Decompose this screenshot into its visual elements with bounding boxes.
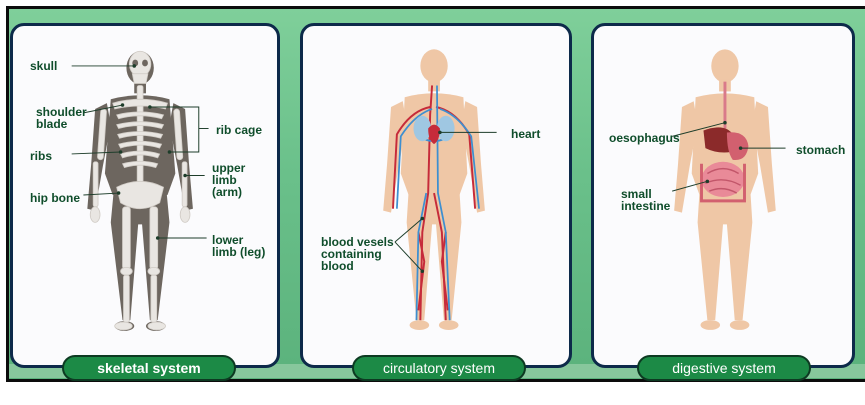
label-ribs: ribs: [30, 150, 52, 162]
label-hip-bone: hip bone: [30, 192, 80, 204]
title-skeletal-system: skeletal system: [62, 355, 236, 381]
circulatory-card: heart blood vesels containing blood circ…: [300, 23, 572, 368]
label-blood-vessels: blood vesels containing blood: [321, 236, 394, 272]
label-lower-limb: lower limb (leg): [212, 234, 265, 258]
label-rib-cage: rib cage: [216, 124, 262, 136]
digestive-card: oesophagus stomach small intestine diges…: [591, 23, 855, 368]
label-skull: skull: [30, 60, 57, 72]
label-shoulder-blade: shoulder blade: [36, 106, 87, 130]
label-small-intestine: small intestine: [621, 188, 670, 212]
label-upper-limb: upper limb (arm): [212, 162, 245, 198]
label-stomach: stomach: [796, 144, 845, 156]
title-circulatory-system: circulatory system: [352, 355, 526, 381]
label-oesophagus: oesophagus: [609, 132, 680, 144]
label-heart: heart: [511, 128, 540, 140]
title-digestive-system: digestive system: [637, 355, 811, 381]
circulatory-illustration: [303, 26, 569, 365]
skeletal-card: skull shoulder blade ribs hip bone rib c…: [10, 23, 280, 368]
